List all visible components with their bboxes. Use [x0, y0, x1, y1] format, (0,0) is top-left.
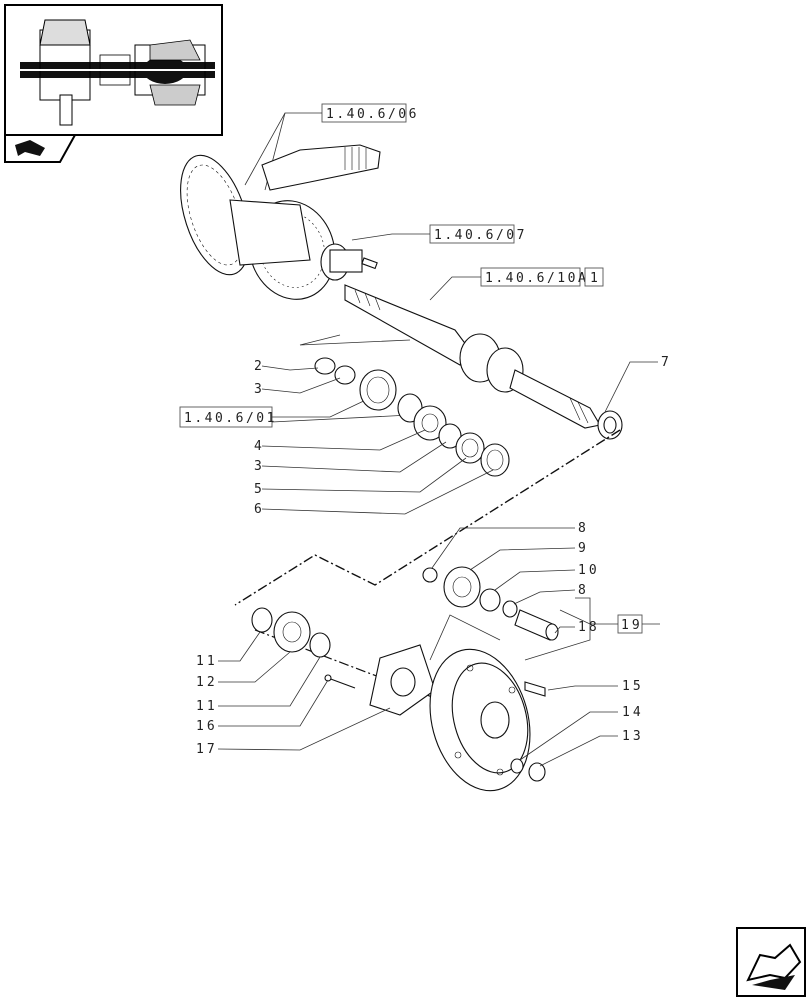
washer-14[interactable]: [510, 758, 524, 774]
svg-text:4: 4: [254, 439, 265, 454]
callout-11-lower[interactable]: 11: [196, 699, 218, 714]
callout-18[interactable]: 18: [578, 620, 600, 635]
callout-8-upper[interactable]: 8: [578, 521, 589, 536]
callout-3-upper[interactable]: 3: [254, 382, 265, 397]
svg-text:11: 11: [196, 654, 218, 669]
next-page-arrow-icon[interactable]: [736, 927, 806, 997]
cover-plate-17[interactable]: [369, 644, 436, 716]
half-shaft[interactable]: [344, 284, 601, 429]
callout-6[interactable]: 6: [254, 502, 265, 517]
callout-8-lower[interactable]: 8: [578, 583, 589, 598]
planet-gear-12[interactable]: [273, 611, 311, 653]
planet-gear-9[interactable]: [443, 566, 481, 608]
snap-ring-3-upper[interactable]: [334, 365, 356, 385]
snap-ring-2[interactable]: [314, 357, 336, 375]
callout-9[interactable]: 9: [578, 541, 589, 556]
callout-4[interactable]: 4: [254, 439, 265, 454]
svg-text:16: 16: [196, 719, 218, 734]
callout-15[interactable]: 15: [622, 679, 644, 694]
callout-7[interactable]: 7: [661, 355, 672, 370]
needle-bearing-10[interactable]: [479, 588, 501, 612]
svg-text:19: 19: [621, 618, 643, 633]
svg-text:1.40.6/01: 1.40.6/01: [184, 411, 277, 426]
seal-5[interactable]: [455, 432, 485, 464]
assembly-centerlines: [234, 429, 621, 701]
svg-text:13: 13: [622, 729, 644, 744]
reference-box-3[interactable]: 1.40.6/10A 1: [480, 267, 604, 287]
snap-ring-11-left[interactable]: [251, 607, 273, 633]
bolt-16[interactable]: [324, 674, 356, 689]
svg-text:7: 7: [661, 355, 672, 370]
svg-text:5: 5: [254, 482, 265, 497]
pin-18[interactable]: [514, 609, 559, 641]
svg-text:14: 14: [622, 705, 644, 720]
svg-text:1.40.6/07: 1.40.6/07: [434, 228, 527, 243]
flag-icon[interactable]: [4, 134, 77, 163]
svg-text:3: 3: [254, 382, 265, 397]
callout-16[interactable]: 16: [196, 719, 218, 734]
svg-text:8: 8: [578, 521, 589, 536]
svg-text:18: 18: [578, 620, 600, 635]
reference-box-2[interactable]: 1.40.6/07: [429, 224, 527, 244]
callout-17[interactable]: 17: [196, 742, 218, 757]
snap-ring-8-lower[interactable]: [502, 600, 518, 618]
svg-text:2: 2: [254, 359, 265, 374]
callout-2[interactable]: 2: [254, 359, 265, 374]
svg-text:15: 15: [622, 679, 644, 694]
svg-text:8: 8: [578, 583, 589, 598]
svg-text:6: 6: [254, 502, 265, 517]
callout-11-upper[interactable]: 11: [196, 654, 218, 669]
callout-10[interactable]: 10: [578, 563, 600, 578]
svg-text:1.40.6/06: 1.40.6/06: [326, 107, 419, 122]
plug-13[interactable]: [528, 762, 546, 782]
svg-text:12: 12: [196, 675, 218, 690]
callout-13[interactable]: 13: [622, 729, 644, 744]
reference-box-4[interactable]: 1.40.6/01: [179, 406, 277, 428]
axle-assembly-thumbnail[interactable]: [4, 4, 223, 136]
svg-text:3: 3: [254, 459, 265, 474]
callout-5[interactable]: 5: [254, 482, 265, 497]
bushing-6[interactable]: [480, 443, 510, 477]
group-box-19[interactable]: 19: [617, 614, 643, 634]
svg-text:1: 1: [590, 271, 600, 286]
svg-text:9: 9: [578, 541, 589, 556]
washer-7[interactable]: [597, 410, 623, 440]
svg-text:11: 11: [196, 699, 218, 714]
callout-leaders: [217, 334, 658, 767]
ring-gear-differential[interactable]: [167, 144, 381, 311]
callout-12[interactable]: 12: [196, 675, 218, 690]
reference-box-1[interactable]: 1.40.6/06: [321, 103, 419, 123]
callout-3-lower[interactable]: 3: [254, 459, 265, 474]
snap-ring-8-upper[interactable]: [422, 567, 438, 583]
svg-text:10: 10: [578, 563, 600, 578]
callout-14[interactable]: 14: [622, 705, 644, 720]
svg-text:1.40.6/10A: 1.40.6/10A: [485, 271, 588, 286]
planet-carrier-flange[interactable]: [415, 638, 545, 802]
snap-ring-11-right[interactable]: [309, 632, 331, 658]
bearing-ring[interactable]: [359, 369, 397, 411]
screw-15[interactable]: [524, 681, 546, 697]
svg-text:17: 17: [196, 742, 218, 757]
